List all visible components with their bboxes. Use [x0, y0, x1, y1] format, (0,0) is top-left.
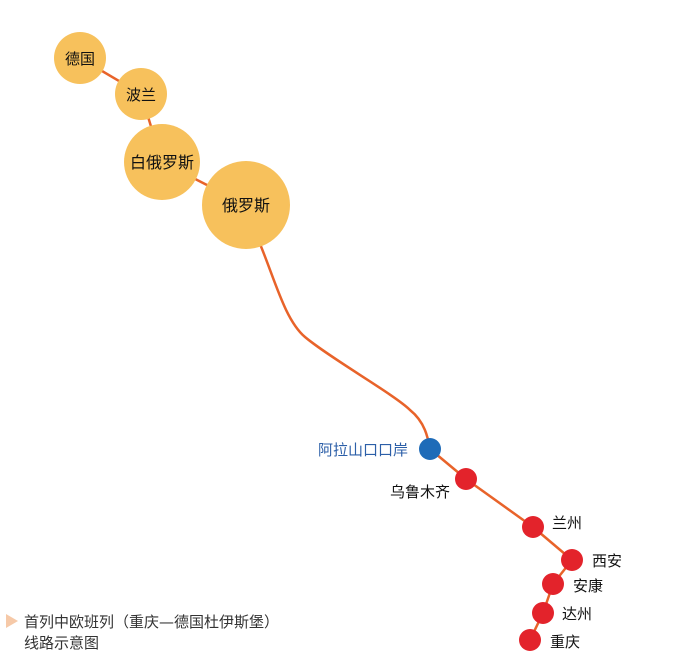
node-alashankou: 阿拉山口口岸 — [318, 438, 441, 460]
triangle-marker-icon — [6, 614, 18, 628]
node-lanzhou: 兰州 — [522, 514, 582, 538]
caption-line-1: 首列中欧班列（重庆—德国杜伊斯堡） — [24, 613, 280, 631]
node-dazhou: 达州 — [532, 602, 592, 624]
node-label: 兰州 — [552, 514, 582, 532]
node-label: 达州 — [562, 605, 592, 623]
node-ankang: 安康 — [542, 573, 603, 595]
route-segment-russia-alashankou — [258, 243, 432, 450]
node-label: 白俄罗斯 — [130, 153, 194, 172]
caption-line-2: 线路示意图 — [24, 634, 100, 652]
node-label: 重庆 — [550, 633, 580, 651]
node-label: 德国 — [65, 50, 95, 68]
node-chongqing: 重庆 — [519, 629, 580, 651]
node-label: 西安 — [592, 552, 622, 570]
node-poland: 波兰 — [115, 68, 167, 120]
node-urumqi: 乌鲁木齐 — [390, 468, 477, 501]
node-label: 波兰 — [126, 86, 156, 104]
node-belarus: 白俄罗斯 — [124, 124, 200, 200]
figure-caption: 首列中欧班列（重庆—德国杜伊斯堡） 线路示意图 — [6, 612, 279, 654]
route-segment-urumqi-lanzhou — [465, 477, 534, 529]
node-russia: 俄罗斯 — [202, 161, 290, 249]
node-label: 安康 — [573, 577, 603, 595]
node-label: 乌鲁木齐 — [390, 483, 450, 501]
node-label: 阿拉山口口岸 — [318, 441, 408, 459]
node-germany: 德国 — [54, 32, 106, 84]
node-xian: 西安 — [561, 549, 622, 571]
node-label: 俄罗斯 — [222, 196, 270, 215]
